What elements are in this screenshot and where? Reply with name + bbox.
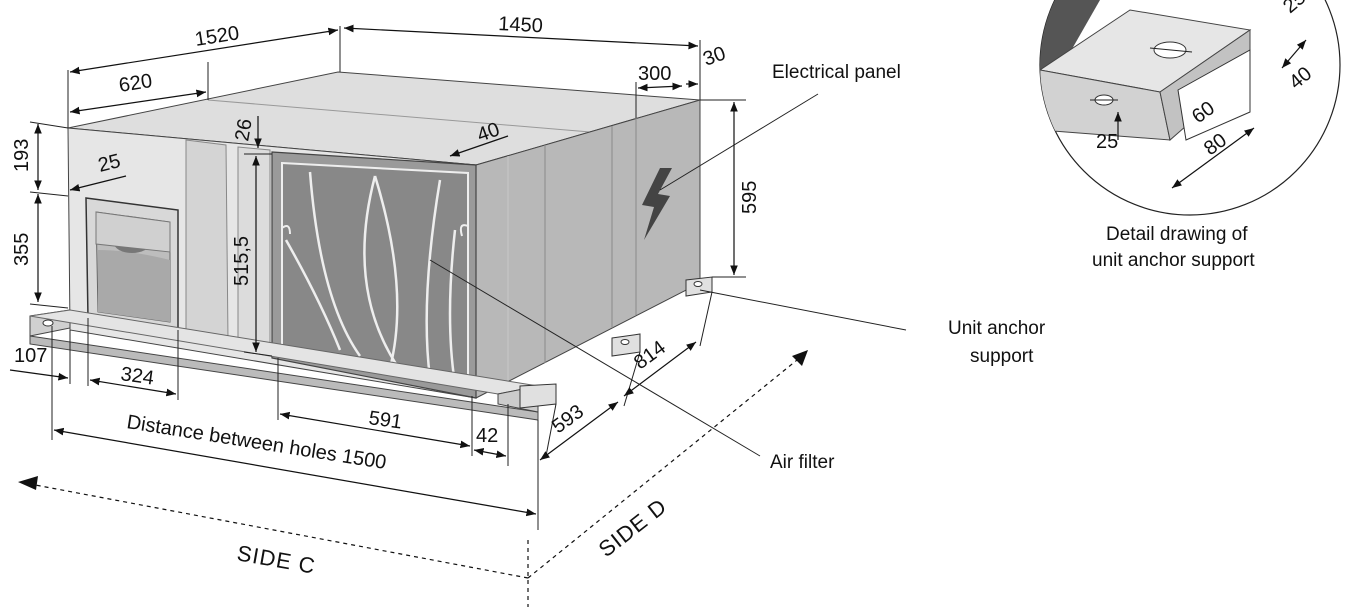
side-c-label: SIDE C — [235, 540, 317, 578]
dim-193: 193 — [11, 139, 33, 172]
detail-drawing-label-2: unit anchor support — [1092, 250, 1255, 271]
detail-dim-25b: 25 — [1096, 131, 1118, 153]
dim-324: 324 — [119, 363, 155, 389]
dim-30: 30 — [700, 42, 728, 70]
side-d-label: SIDE D — [594, 493, 672, 562]
dim-515-5: 515,5 — [231, 236, 253, 286]
air-filter-label: Air filter — [770, 452, 835, 473]
dim-300: 300 — [638, 63, 671, 85]
unit-anchor-support-label-2: support — [970, 346, 1034, 367]
dim-591: 591 — [367, 407, 403, 433]
dim-26: 26 — [231, 117, 257, 143]
unit-body — [67, 71, 701, 399]
dim-355: 355 — [11, 233, 33, 266]
dimension-lines — [9, 24, 907, 607]
dim-593: 593 — [548, 401, 588, 438]
unit-anchor-support-label-1: Unit anchor — [948, 318, 1046, 339]
distance-between-holes: Distance between holes 1500 — [125, 411, 388, 474]
dim-107: 107 — [14, 345, 47, 367]
lightning-icon — [642, 168, 672, 240]
dim-42: 42 — [476, 425, 498, 447]
electrical-panel-label: Electrical panel — [772, 62, 901, 83]
dim-595: 595 — [739, 181, 761, 214]
dim-1450: 1450 — [498, 13, 544, 37]
detail-circle — [1039, 0, 1341, 216]
dim-25: 25 — [96, 150, 123, 177]
detail-drawing-label-1: Detail drawing of — [1106, 224, 1248, 245]
dim-620: 620 — [117, 70, 153, 97]
